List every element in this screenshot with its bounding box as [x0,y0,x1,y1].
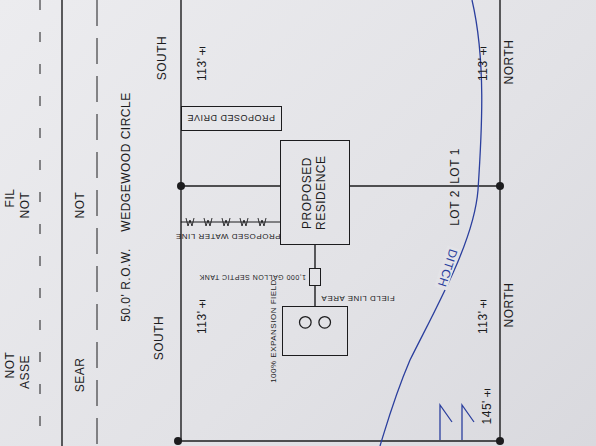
field-symbol [283,307,347,355]
lot-line [350,185,500,186]
adjacent-note: SEAR [74,358,87,393]
lot-line [181,185,280,186]
north-property-line [499,0,500,441]
dimension: 113'± [196,296,209,334]
row-line [61,0,62,446]
driveway-box: PROPOSED DRIVE [181,106,282,131]
flow-mark [440,405,452,440]
dimension: 145'± [481,386,494,425]
dimension: 113'± [477,43,490,81]
ditch-label: DITCH [434,245,460,290]
boundary-label: NORTH [503,283,516,328]
adjacent-note: FIL [4,189,17,208]
lot-label: LOT 2 [449,190,462,226]
drain-field: FIELD LINE AREA100% EXPANSION FIELD [282,306,348,356]
adjacent-note: NOT [4,352,17,379]
south-property-line [180,0,181,441]
residence-box: PROPOSED RESIDENCE [280,140,350,245]
adjacent-note: NOT [19,192,32,219]
street-name: WEDGEWOOD CIRCLE [120,92,133,231]
pipe-line [314,286,315,306]
utility-label: PROPOSED WATER LINE [175,232,280,241]
rear-property-line [178,440,500,441]
boundary-label: NORTH [503,40,516,85]
boundary-label: SOUTH [156,36,169,81]
node-label: 1,000 GALLON SEPTIC TANK [199,273,306,281]
road-centerline [97,0,98,446]
node-label: FIELD LINE AREA [321,294,395,303]
node-label: PROPOSED RESIDENCE [301,147,329,239]
pipe-line [314,245,315,268]
row-width: 50.0' R.O.W. [120,248,133,322]
property-pins [174,182,504,445]
distribution-box [299,317,311,329]
distribution-box [319,317,331,329]
boundary-label: SOUTH [153,316,166,361]
water-line-marks [186,218,266,226]
node-label: 100% EXPANSION FIELD [269,279,278,383]
septic-tank: 1,000 GALLON SEPTIC TANK [309,268,321,286]
adjacent-note: NOT [74,192,87,219]
node-label: PROPOSED DRIVE [187,113,275,123]
dimension: 113'± [477,296,490,334]
easement-line [40,0,41,446]
adjacent-note: ASSE [19,355,32,389]
flow-mark [462,405,474,440]
ditch [380,0,482,446]
lot-label: LOT 1 [449,148,462,184]
dimension: 113'± [196,43,209,81]
